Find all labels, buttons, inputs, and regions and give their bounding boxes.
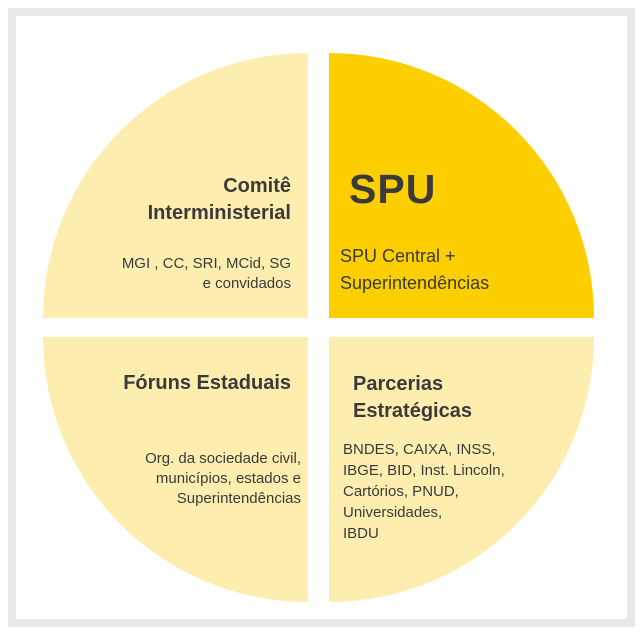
quadrant-title: Parcerias Estratégicas — [353, 371, 472, 425]
quadrant-description: MGI , CC, SRI, MCid, SG e convidados — [122, 254, 291, 294]
description-line: Cartórios, PNUD, — [343, 483, 459, 500]
title-line: SPU — [349, 166, 437, 212]
description-line: municípios, estados e — [155, 470, 301, 487]
title-line: Parcerias — [353, 373, 444, 395]
description-line: SPU Central + — [340, 246, 456, 266]
description-line: MGI , CC, SRI, MCid, SG — [121, 255, 291, 272]
description-line: IBDU — [343, 525, 379, 542]
title-line: Fóruns Estaduais — [123, 372, 291, 394]
quadrant-description: Org. da sociedade civil, municípios, est… — [145, 449, 301, 509]
description-line: IBGE, BID, Inst. Lincoln, — [343, 462, 505, 479]
title-line: Interministerial — [147, 202, 291, 224]
description-line: e convidados — [202, 275, 291, 292]
quadrant-description: SPU Central + Superintendências — [340, 243, 489, 297]
quadrant-title: Fóruns Estaduais — [123, 370, 291, 397]
title-line: Estratégicas — [353, 400, 472, 422]
quadrant-parcerias-estrategicas: Parcerias Estratégicas BNDES, CAIXA, INS… — [329, 337, 594, 602]
title-line: Comitê — [223, 175, 291, 197]
quadrant-title: Comitê Interministerial — [148, 173, 291, 227]
quadrant-title: SPU — [349, 165, 436, 213]
description-line: Superintendências — [176, 490, 301, 507]
description-line: Superintendências — [340, 273, 490, 293]
description-line: Universidades, — [343, 504, 443, 521]
description-line: Org. da sociedade civil, — [145, 450, 301, 467]
description-line: BNDES, CAIXA, INSS, — [343, 441, 496, 458]
quadrant-description: BNDES, CAIXA, INSS, IBGE, BID, Inst. Lin… — [343, 439, 505, 544]
